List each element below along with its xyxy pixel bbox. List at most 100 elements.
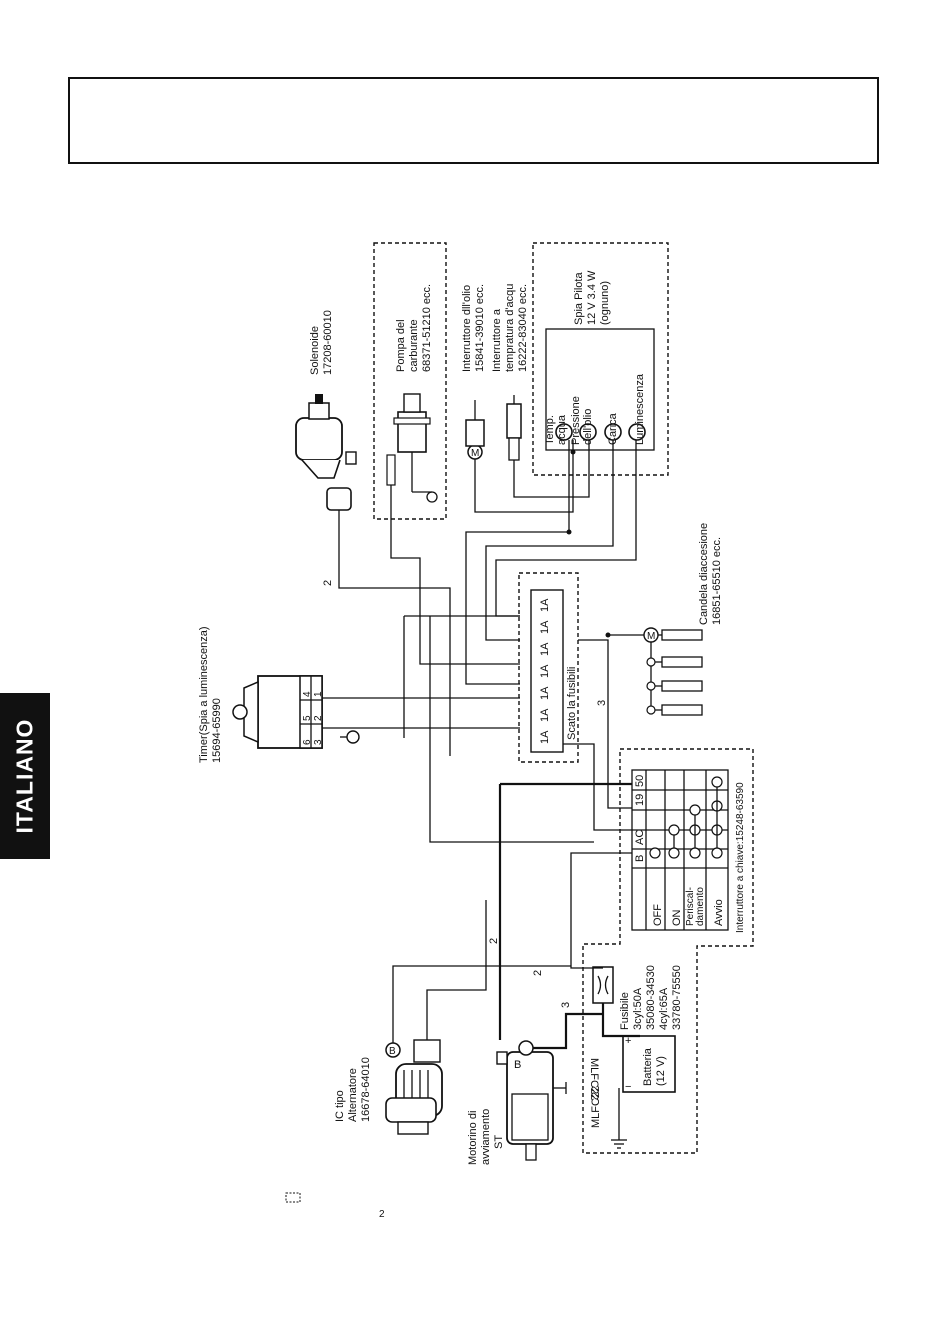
- solenoid-icon: [295, 394, 357, 479]
- solenoid-label: Solenoide 17208-60010: [309, 310, 334, 375]
- mlfc22-label-a: MLFC22: [588, 1058, 600, 1100]
- timer-pins: 6 5 4 3 2 1: [302, 691, 324, 745]
- battery-ground-icon: [611, 1088, 627, 1149]
- svg-text:2: 2: [313, 715, 324, 721]
- svg-text:Temp.: Temp.: [544, 415, 556, 445]
- pilot-lamp-enclosure: [532, 242, 669, 476]
- fuse-list: 1A 1A 1A 1A 1A 1A 1A: [539, 598, 551, 744]
- battery-icon: [622, 1035, 676, 1093]
- svg-text:(ognuno): (ognuno): [599, 281, 611, 325]
- fuse-box-enclosure: [518, 572, 579, 763]
- main-fuse-label: Fusibile 3cyl:50A 35080-34530 4cyl:65A 3…: [619, 965, 683, 1030]
- svg-text:Avvio: Avvio: [713, 899, 725, 926]
- svg-text:1A: 1A: [539, 730, 551, 744]
- svg-text:1A: 1A: [539, 708, 551, 722]
- solenoid-connector: [326, 487, 352, 511]
- svg-text:Alternatore: Alternatore: [347, 1068, 359, 1122]
- svg-text:16222-83040 ecc.: 16222-83040 ecc.: [517, 284, 529, 372]
- svg-text:17208-60010: 17208-60010: [322, 310, 334, 375]
- water-temp-switch-label: Interruttore a tempratura d'acqu 16222-8…: [491, 284, 529, 372]
- svg-text:35080-34530: 35080-34530: [645, 965, 657, 1030]
- svg-text:16851-65510 ecc.: 16851-65510 ecc.: [711, 537, 723, 625]
- svg-text:3cyl:50A: 3cyl:50A: [632, 987, 644, 1030]
- svg-text:tempratura d'acqu: tempratura d'acqu: [504, 284, 516, 372]
- glow-plug-icons: M: [643, 627, 703, 716]
- svg-text:19: 19: [634, 794, 646, 806]
- svg-text:16678-64010: 16678-64010: [360, 1057, 372, 1122]
- svg-text:carburante: carburante: [408, 319, 420, 372]
- svg-text:Batteria: Batteria: [642, 1047, 654, 1086]
- svg-text:12 V 3.4 W: 12 V 3.4 W: [586, 270, 598, 325]
- starter-motor-icon: B: [496, 1040, 567, 1161]
- fuse-box: [530, 589, 564, 753]
- svg-text:2: 2: [488, 938, 500, 944]
- svg-text:Timer(Spia a luminescenza): Timer(Spia a luminescenza): [198, 626, 210, 763]
- svg-text:33780-75550: 33780-75550: [671, 965, 683, 1030]
- oil-pressure-switch-icon: M: [465, 400, 485, 460]
- svg-text:2: 2: [322, 580, 334, 586]
- svg-text:avviamento: avviamento: [480, 1109, 492, 1165]
- svg-text:50: 50: [634, 775, 646, 787]
- alternator-label: IC tipo Alternatore 16678-64010: [334, 1057, 372, 1122]
- svg-text:3: 3: [596, 700, 608, 706]
- svg-text:M: M: [647, 631, 655, 642]
- svg-text:2: 2: [532, 970, 544, 976]
- wire-gauge-labels: 2 3 2 2 3: [322, 580, 608, 1008]
- svg-text:MLFC22: MLFC22: [590, 1086, 602, 1128]
- glow-plug-label: Candela diaccesione 16851-65510 ecc.: [698, 523, 723, 625]
- svg-text:Interruttore a chiave:15248-63: Interruttore a chiave:15248-63590: [735, 782, 746, 933]
- svg-text:3: 3: [313, 739, 324, 745]
- svg-text:IC tipo: IC tipo: [334, 1090, 346, 1122]
- svg-text:4cyl:65A: 4cyl:65A: [658, 987, 670, 1030]
- svg-text:1A: 1A: [539, 620, 551, 634]
- svg-text:Solenoide: Solenoide: [309, 326, 321, 375]
- key-switch-terminals: B AC 19 50: [634, 775, 646, 862]
- svg-text:3: 3: [560, 1002, 572, 1008]
- pilot-lamp-label: Spia Pilota 12 V 3.4 W (ognuno): [573, 270, 611, 325]
- svg-text:(12 V): (12 V): [655, 1056, 667, 1086]
- svg-text:OFF: OFF: [652, 904, 664, 926]
- key-switch-table: [631, 769, 729, 931]
- timer-ground-icon: [340, 730, 360, 744]
- svg-text:1A: 1A: [539, 598, 551, 612]
- svg-text:6: 6: [302, 739, 313, 745]
- svg-text:Interruttore dll'olio: Interruttore dll'olio: [461, 285, 473, 372]
- svg-text:Spia Pilota: Spia Pilota: [573, 272, 585, 325]
- svg-text:B: B: [634, 855, 646, 862]
- svg-text:15841-39010 ecc.: 15841-39010 ecc.: [474, 284, 486, 372]
- fuse-box-label: Scato la fusibili: [566, 667, 578, 740]
- starter-label: Motorino di avviamento ST: [467, 1109, 505, 1165]
- pilot-lamp-panel: [545, 328, 655, 451]
- timer-label: Timer(Spia a luminescenza) 15694-65990: [198, 626, 223, 763]
- key-switch-positions: OFF ON Periscal- damento Avvio: [652, 887, 725, 926]
- svg-text:dell'olio: dell'olio: [582, 409, 594, 445]
- svg-text:MLFC22: MLFC22: [588, 1058, 600, 1100]
- svg-text:Periscal-: Periscal-: [685, 887, 696, 926]
- svg-text:M: M: [471, 448, 479, 459]
- wiring: [322, 440, 644, 1050]
- footnote-number: 2: [379, 1209, 385, 1220]
- fuel-pump-enclosure: [373, 242, 447, 520]
- svg-text:1A: 1A: [539, 664, 551, 678]
- svg-text:5: 5: [302, 715, 313, 721]
- svg-text:68371-51210 ecc.: 68371-51210 ecc.: [421, 284, 433, 372]
- svg-text:ON: ON: [671, 909, 683, 926]
- svg-text:4: 4: [302, 691, 313, 697]
- svg-text:B: B: [514, 1059, 521, 1071]
- legend-dashed-box: [285, 1192, 301, 1203]
- svg-text:ST: ST: [493, 1135, 505, 1149]
- mlfc22-label-b: MLFC22: [590, 1086, 602, 1128]
- water-temp-switch-icon: [506, 395, 522, 461]
- battery-minus: −: [625, 1081, 631, 1093]
- alternator-icon: B: [385, 1039, 443, 1135]
- key-switch-contacts: [649, 776, 723, 859]
- fuel-pump-icon: [386, 393, 438, 503]
- fuel-pump-label: Pompa del carburante 68371-51210 ecc.: [395, 284, 433, 372]
- svg-text:B: B: [389, 1046, 396, 1057]
- main-fuse-icon: [592, 966, 614, 1004]
- timer-icon: [232, 675, 323, 749]
- svg-text:Candela diaccesione: Candela diaccesione: [698, 523, 710, 625]
- svg-text:Motorino di: Motorino di: [467, 1111, 479, 1165]
- svg-text:Pompa del: Pompa del: [395, 319, 407, 372]
- svg-text:1: 1: [313, 691, 324, 697]
